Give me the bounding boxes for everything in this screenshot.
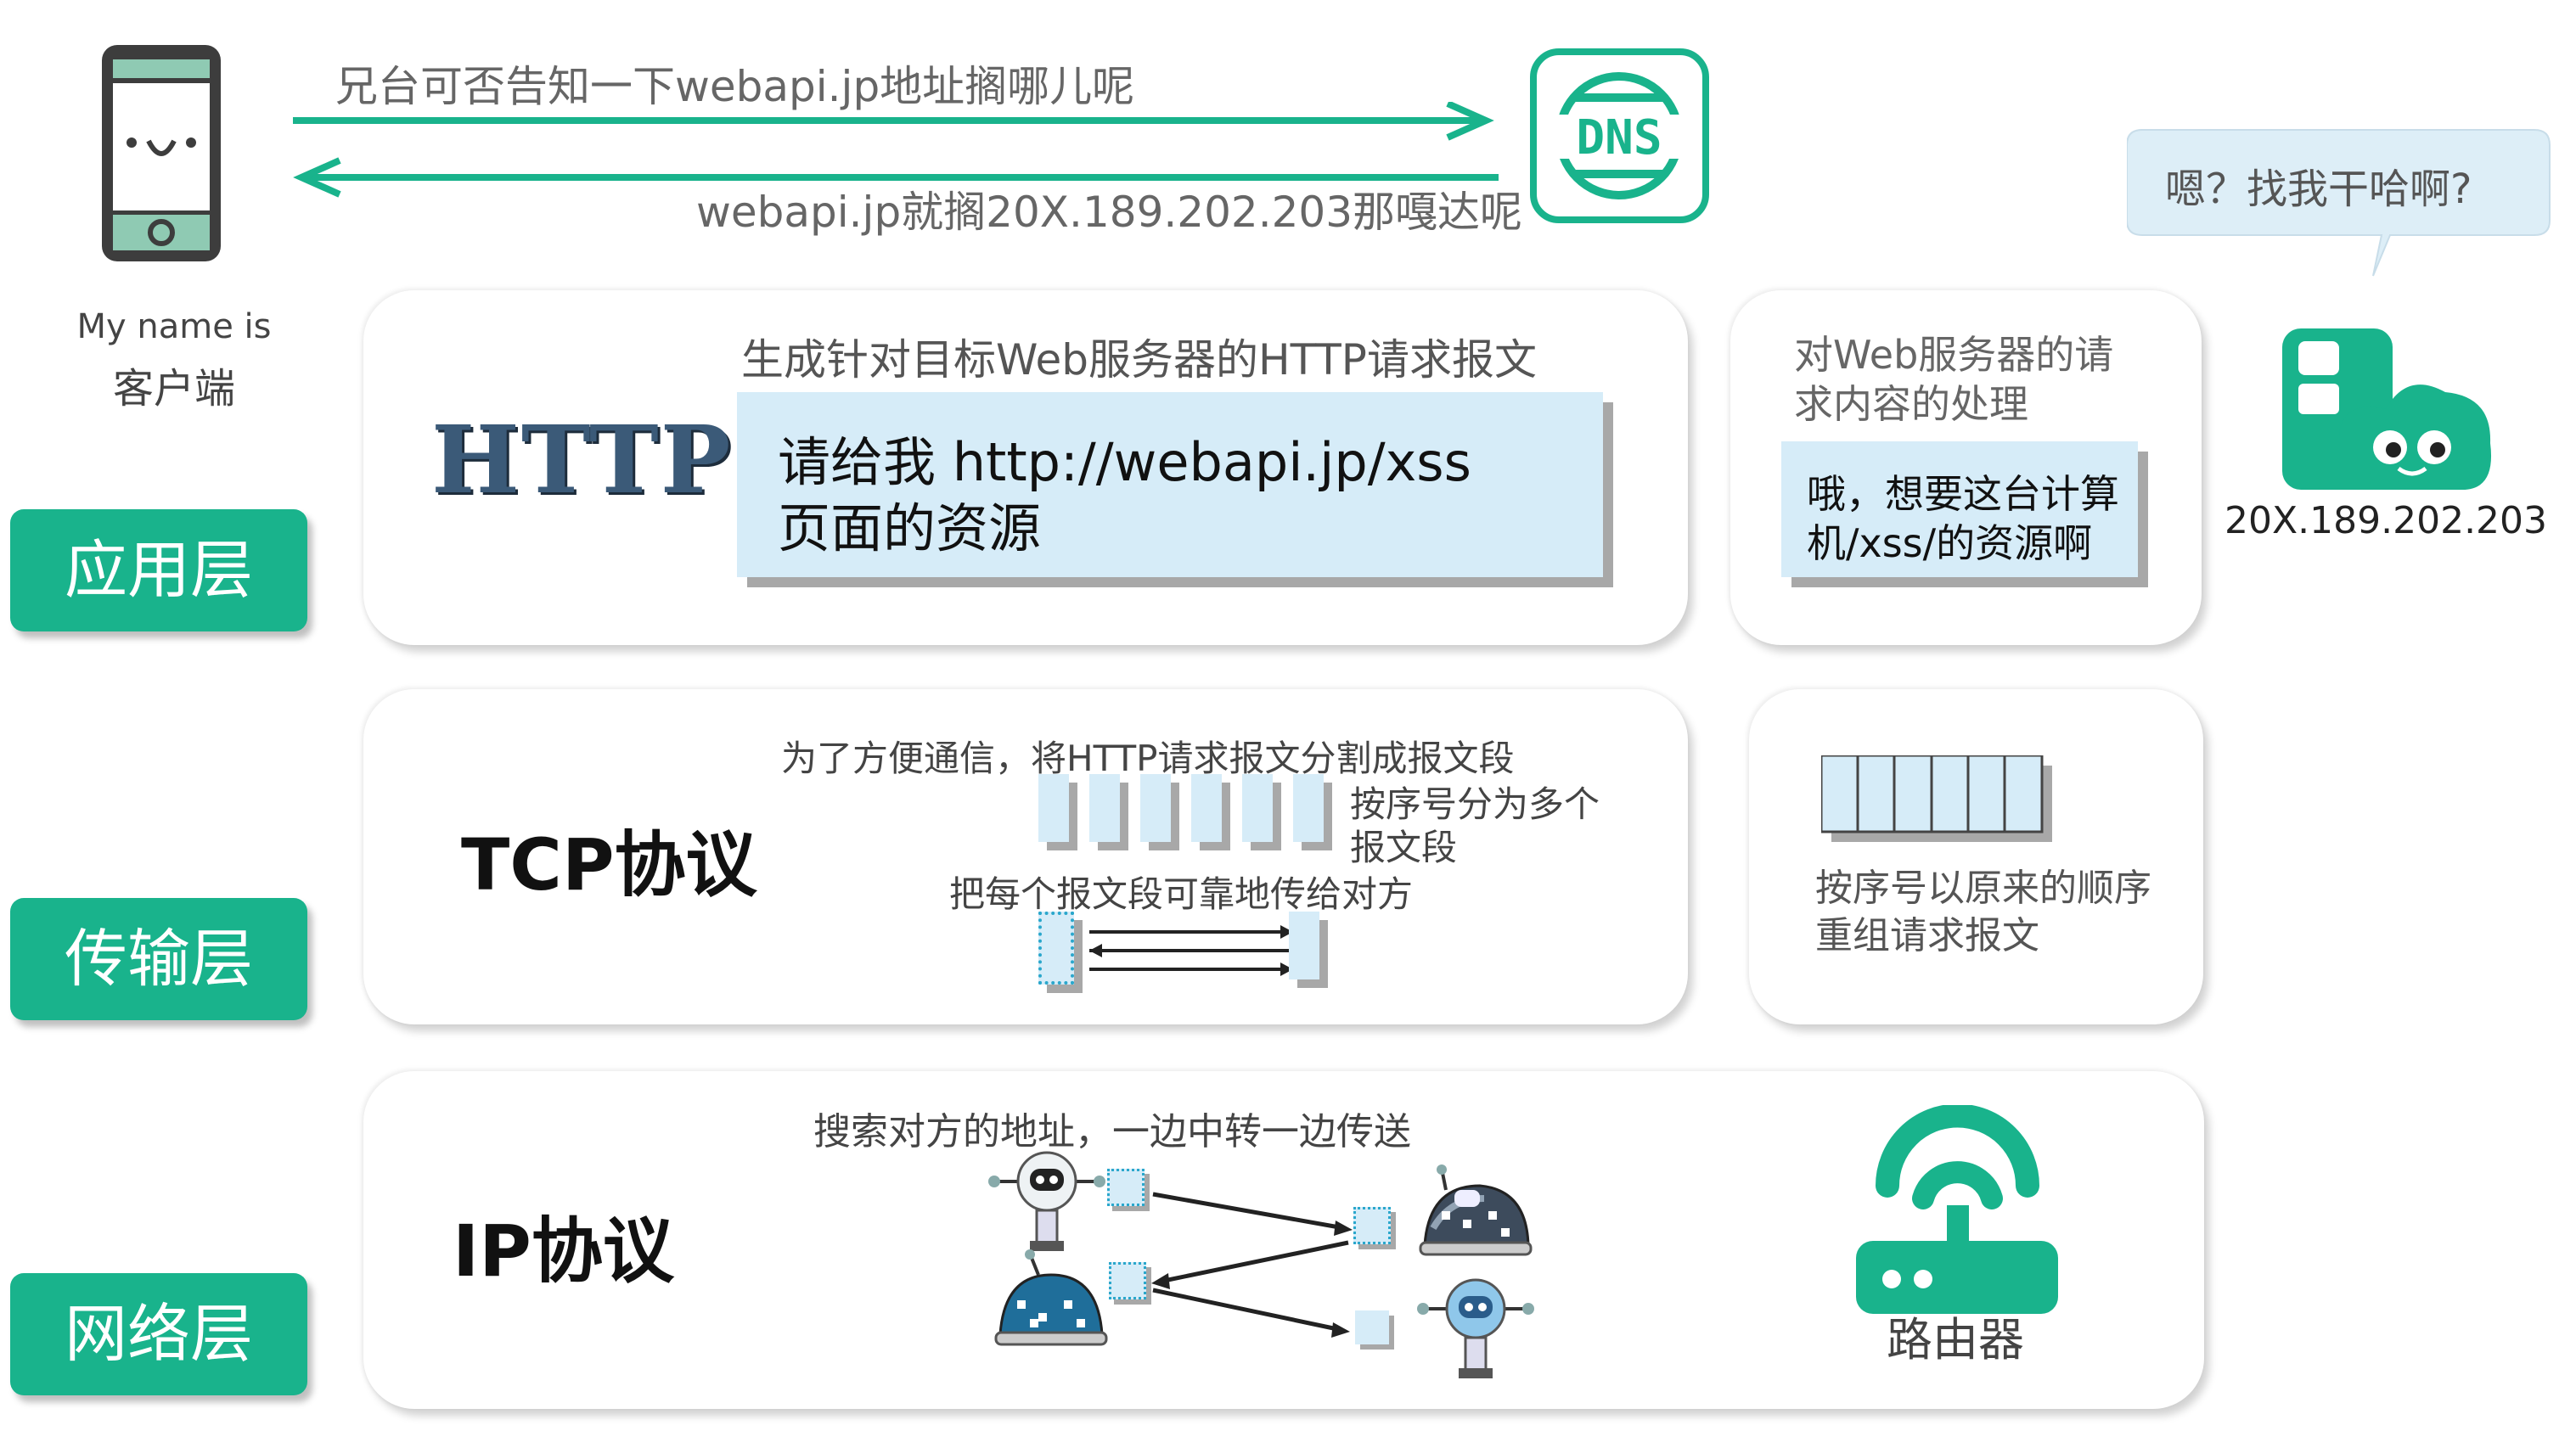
- arrow-left-icon: [293, 157, 1499, 198]
- ip-caption: 搜索对方的地址，一边中转一边传送: [813, 1110, 1411, 1153]
- router-icon: [1856, 1105, 2058, 1314]
- client-label-2: 客户端: [112, 365, 235, 412]
- double-arrow-icon: [1089, 925, 1293, 976]
- dns-response-text: webapi.jp就搁20X.189.202.203那嘎达呢: [696, 188, 1523, 237]
- segment: [1089, 774, 1120, 842]
- reassembled-segments: [1821, 755, 2052, 842]
- server-box-line-2: 机/xss/的资源啊: [1807, 520, 2093, 566]
- tcp-caption: 为了方便通信，将HTTP请求报文分割成报文段: [781, 738, 1515, 779]
- robot-icon: [1417, 1278, 1534, 1378]
- server-caption-1: 对Web服务器的请: [1794, 332, 2114, 378]
- segment: [1191, 774, 1222, 842]
- layer-application: 应用层: [10, 509, 307, 631]
- tcp-server-card: 按序号以原来的顺序 重组请求报文: [1749, 689, 2203, 1024]
- segment: [1293, 774, 1324, 842]
- phone-icon: [102, 45, 221, 261]
- app-server-card: 对Web服务器的请 求内容的处理 哦，想要这台计算 机/xss/的资源啊: [1730, 290, 2202, 645]
- segment-received: [1289, 912, 1319, 979]
- request-line-1: 请给我 http://webapi.jp/xss: [778, 431, 1471, 493]
- tcp-layer-card: TCP协议 为了方便通信，将HTTP请求报文分割成报文段 按序号分为多个 报文段…: [363, 689, 1688, 1024]
- server-ip: 20X.189.202.203: [2224, 499, 2548, 542]
- server-caption-2: 求内容的处理: [1794, 381, 2028, 427]
- app-layer-card: HTTP 生成针对目标Web服务器的HTTP请求报文 请给我 http://we…: [363, 290, 1688, 645]
- tcp-deliver: 把每个报文段可靠地传给对方: [949, 873, 1414, 915]
- layer-network: 网络层: [10, 1273, 307, 1395]
- ip-layer-card: IP协议 搜索对方的地址，一边中转一边传送: [363, 1071, 2204, 1409]
- robot-dome-icon: [994, 1249, 1108, 1346]
- packet: [1109, 1262, 1146, 1299]
- packet: [1107, 1169, 1145, 1206]
- request-line-2: 页面的资源: [778, 497, 1042, 559]
- router-label: 路由器: [1887, 1313, 2024, 1366]
- server-icon: [2282, 328, 2492, 490]
- speech-bubble: [2127, 129, 2551, 277]
- tcp-split-1: 按序号分为多个: [1350, 783, 1600, 825]
- segment-sent: [1038, 912, 1074, 985]
- tcp-reassemble-2: 重组请求报文: [1815, 914, 2039, 957]
- server-process-box: 哦，想要这台计算 机/xss/的资源啊: [1781, 441, 2138, 577]
- routing-arrows-icon: [1151, 1192, 1353, 1338]
- dns-server-icon: DNS: [1530, 48, 1709, 223]
- segment: [1140, 774, 1171, 842]
- segment: [1242, 774, 1273, 842]
- robot-dome-icon: [1419, 1164, 1533, 1256]
- http-logo: HTTP: [431, 405, 733, 514]
- dns-request-text: 兄台可否告知一下webapi.jp地址搁哪儿呢: [335, 62, 1135, 111]
- tcp-split-2: 报文段: [1350, 827, 1458, 868]
- client-label-1: My name is: [76, 307, 272, 346]
- dns-label: DNS: [1576, 110, 1662, 166]
- robot-icon: [988, 1151, 1105, 1251]
- tcp-reassemble-1: 按序号以原来的顺序: [1815, 867, 2151, 910]
- segment: [1038, 774, 1069, 842]
- tcp-title: TCP协议: [461, 823, 757, 906]
- packet: [1353, 1207, 1391, 1244]
- ip-title: IP协议: [453, 1209, 674, 1293]
- arrow-right-icon: [293, 102, 1494, 141]
- app-caption: 生成针对目标Web服务器的HTTP请求报文: [741, 335, 1537, 384]
- bubble-text: 嗯？找我干哈啊?: [2165, 166, 2472, 213]
- http-request-box: 请给我 http://webapi.jp/xss 页面的资源: [737, 392, 1603, 577]
- server-box-line-1: 哦，想要这台计算: [1807, 471, 2119, 517]
- packet: [1355, 1310, 1389, 1344]
- layer-transport: 传输层: [10, 898, 307, 1020]
